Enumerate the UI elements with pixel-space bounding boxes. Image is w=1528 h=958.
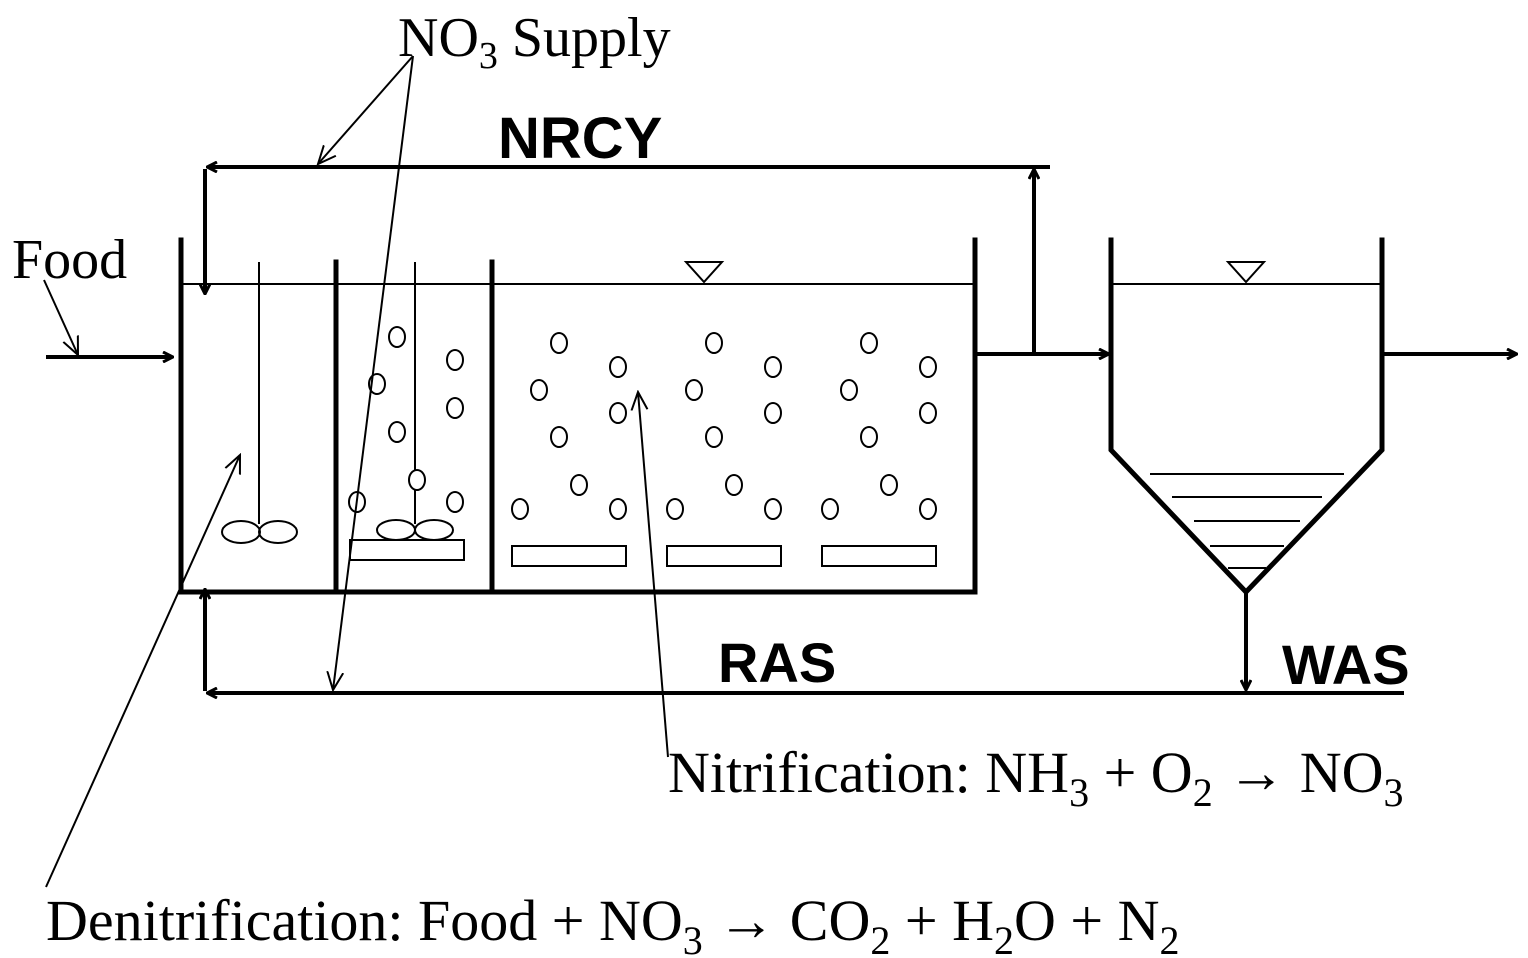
bubble-icon	[860, 332, 878, 354]
secondary-clarifier	[1108, 237, 1385, 596]
bubble-icon	[919, 356, 937, 378]
bubble-icon	[408, 469, 426, 491]
nrcy-label: NRCY	[498, 106, 662, 171]
bubble-icon	[764, 498, 782, 520]
aeration-diffusers	[511, 545, 937, 567]
food-label: Food	[12, 229, 127, 291]
bubble-icon	[609, 356, 627, 378]
aerated-mixer-icon	[349, 262, 465, 561]
bubble-icon	[840, 379, 858, 401]
bubble-icon	[764, 402, 782, 424]
bubble-icon	[446, 491, 464, 513]
was-label: WAS	[1282, 633, 1410, 696]
no3-supply-leader-nrcy	[318, 55, 414, 164]
bubble-icon	[388, 326, 406, 348]
no3-supply-label: NO3 Supply	[398, 7, 671, 77]
ras-label: RAS	[718, 631, 836, 694]
nitrification-equation: Nitrification: NH3 + O2 → NO3	[668, 740, 1403, 815]
no3-supply-leader-ras	[333, 55, 414, 690]
bubble-icon	[550, 426, 568, 448]
bubble-icon	[550, 332, 568, 354]
bubble-icon	[685, 379, 703, 401]
bubble-icon	[511, 498, 529, 520]
bubble-icon	[446, 397, 464, 419]
bubble-icon	[764, 356, 782, 378]
bubble-icon	[609, 402, 627, 424]
bubble-icon	[609, 498, 627, 520]
bubble-icon	[880, 474, 898, 496]
nitrification-leader	[638, 392, 669, 758]
bubble-icon	[705, 332, 723, 354]
bubble-icon	[388, 421, 406, 443]
water-level-icon	[683, 261, 725, 284]
bubble-icon	[919, 498, 937, 520]
denitrification-equation: Denitrification: Food + NO3 → CO2 + H2O …	[46, 888, 1179, 958]
anoxic-mixer-icon	[221, 262, 298, 544]
reactor-tank	[178, 237, 978, 595]
denitrification-leader	[45, 455, 240, 888]
food-leader	[43, 279, 78, 355]
bubble-icon	[446, 349, 464, 371]
air-bubbles	[348, 326, 937, 520]
bubble-icon	[530, 379, 548, 401]
clarifier-water-level-icon	[1225, 261, 1267, 284]
bubble-icon	[725, 474, 743, 496]
bubble-icon	[705, 426, 723, 448]
bubble-icon	[821, 498, 839, 520]
bubble-icon	[860, 426, 878, 448]
bubble-icon	[919, 402, 937, 424]
bubble-icon	[570, 474, 588, 496]
bubble-icon	[666, 498, 684, 520]
